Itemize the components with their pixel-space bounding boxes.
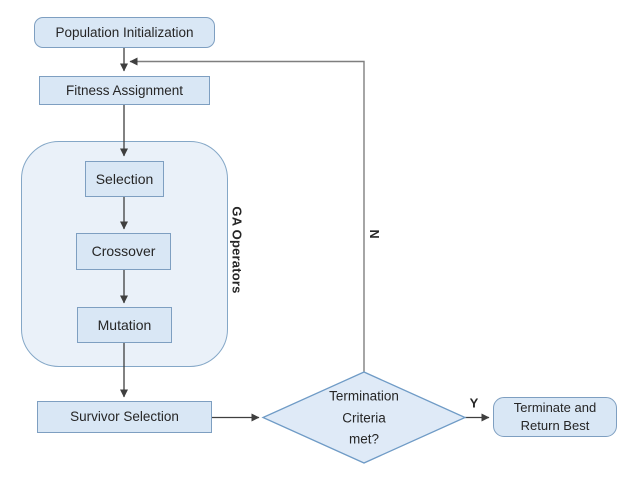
population-initialization-node: Population Initialization [34,17,215,48]
selection-node: Selection [85,161,164,197]
branch-label-no: N [367,229,381,239]
fitness-assignment-node: Fitness Assignment [39,76,210,105]
branch-label-yes: Y [469,395,479,411]
ga-operators-label: GA Operators [229,206,245,294]
termination-decision-diamond [261,371,467,464]
termination-decision-label: Termination Criteria met? [329,388,399,447]
survivor-selection-node: Survivor Selection [37,401,212,433]
mutation-node: Mutation [77,307,172,343]
terminate-return-node: Terminate and Return Best [493,397,617,437]
crossover-node: Crossover [76,233,171,270]
arrow-no-feedback-loop [129,57,365,372]
